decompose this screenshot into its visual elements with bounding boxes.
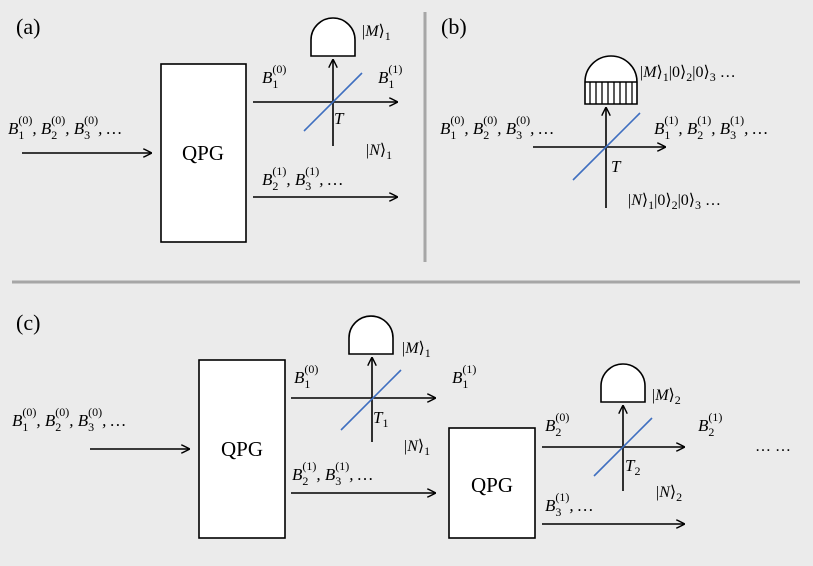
detector-b bbox=[584, 55, 638, 105]
ket-N-c2: |N⟩2 bbox=[656, 484, 682, 504]
detector-c2 bbox=[600, 363, 646, 403]
ket-N-c1: |N⟩1 bbox=[404, 438, 430, 458]
upper-label-c1: B1(0) bbox=[294, 362, 318, 391]
upper-label-c2: B2(0) bbox=[545, 410, 569, 439]
T-label-c2: T2 bbox=[625, 456, 640, 478]
qpg-box-a bbox=[160, 63, 247, 243]
ket-M-c1: |M⟩1 bbox=[402, 340, 431, 360]
lower-label-c1: B2(1), B3(1), … bbox=[292, 459, 373, 488]
ket-M-a: |M⟩1 bbox=[362, 23, 391, 43]
ket-N-a: |N⟩1 bbox=[366, 142, 392, 162]
ket-M-b: |M⟩1|0⟩2|0⟩3 … bbox=[640, 64, 736, 84]
panel-c: (c) B1(0), B2(0), B3(0), … QPG |M⟩1 |N⟩1… bbox=[12, 310, 791, 539]
detector-c1 bbox=[348, 315, 394, 355]
lower-label-a: B2(1), B3(1), … bbox=[262, 164, 343, 193]
qpg-label-c1: QPG bbox=[221, 437, 263, 461]
T-label-b: T bbox=[611, 157, 622, 176]
T-label-a: T bbox=[334, 109, 345, 128]
detector-a bbox=[310, 17, 356, 57]
qpg-box-c1 bbox=[198, 359, 286, 539]
out-label-a: B1(1) bbox=[378, 62, 402, 91]
panel-b: (b) T |M⟩1|0⟩2|0⟩3 … |N⟩1|0⟩2|0⟩3 … B1(0… bbox=[440, 14, 768, 212]
T-label-c1: T1 bbox=[373, 408, 388, 430]
beamsplitter-b bbox=[572, 112, 641, 181]
beamsplitter-c2 bbox=[593, 417, 653, 477]
panel-label-c: (c) bbox=[16, 310, 40, 335]
ket-N-b: |N⟩1|0⟩2|0⟩3 … bbox=[628, 192, 721, 212]
upper-label-a: B1(0) bbox=[262, 62, 286, 91]
qpg-box-c2 bbox=[448, 427, 536, 539]
beamsplitter-c1 bbox=[340, 369, 402, 431]
continuation-dots: … … bbox=[755, 438, 791, 455]
panel-label-b: (b) bbox=[441, 14, 467, 39]
input-labels-c: B1(0), B2(0), B3(0), … bbox=[12, 405, 126, 434]
detector-b-stripes bbox=[589, 82, 633, 104]
input-labels-a: B1(0), B2(0), B3(0), … bbox=[8, 113, 122, 142]
lower-label-c2: B3(1), … bbox=[545, 490, 593, 519]
input-labels-b: B1(0), B2(0), B3(0), … bbox=[440, 113, 554, 142]
panel-a: (a) B1(0), B2(0), B3(0), … QPG |M⟩1 |N⟩1… bbox=[8, 14, 402, 243]
panel-label-a: (a) bbox=[16, 14, 40, 39]
qpg-label-c2: QPG bbox=[471, 473, 513, 497]
ket-M-c2: |M⟩2 bbox=[652, 387, 681, 407]
output-labels-b: B1(1), B2(1), B3(1), … bbox=[654, 113, 768, 142]
svg-text:B1(0), B2(0), B3(0), …: B1(0), B2(0), B3(0), … bbox=[8, 113, 122, 142]
out-label-c1: B1(1) bbox=[452, 362, 476, 391]
out-label-c2: B2(1) bbox=[698, 410, 722, 439]
beamsplitter-a bbox=[303, 72, 363, 132]
qpg-label-a: QPG bbox=[182, 141, 224, 165]
